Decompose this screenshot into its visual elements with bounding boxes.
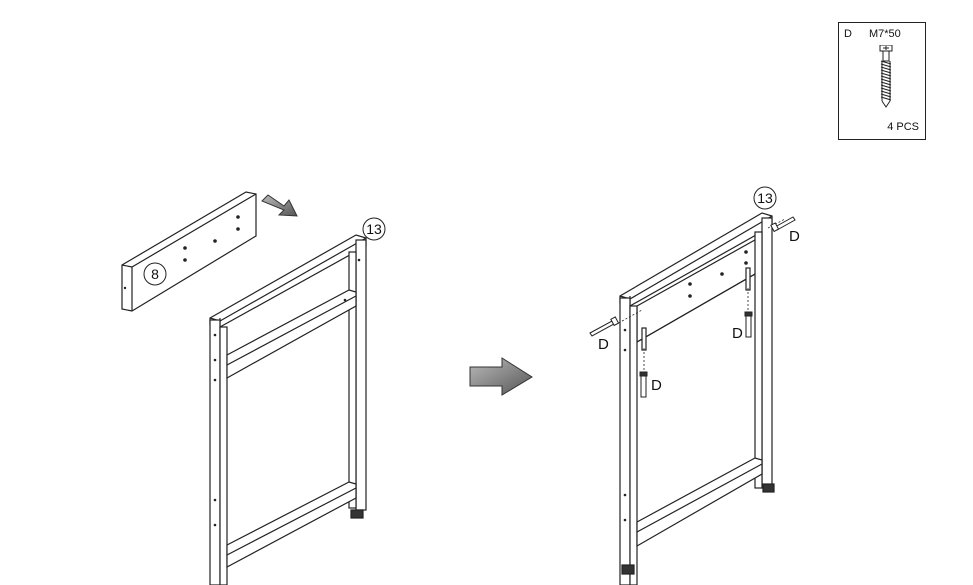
screw-icon: [879, 45, 893, 108]
left-assembly: [121, 191, 367, 585]
screw-label-front: D: [651, 377, 662, 394]
svg-text:13: 13: [757, 190, 773, 206]
screw-guide-lines: [614, 218, 786, 380]
part-number-badge-13-right: 13: [753, 186, 777, 210]
frame-13-left: [209, 234, 367, 585]
hardware-quantity: 4 PCS: [887, 121, 919, 133]
insert-arrow-icon: [261, 194, 298, 217]
screw-label-left: D: [598, 336, 609, 353]
svg-text:8: 8: [151, 266, 159, 282]
screw-front-vertical-icon: [639, 371, 648, 398]
svg-text:13: 13: [366, 221, 382, 237]
screw-right-side-icon: [770, 216, 796, 233]
screw-back-vertical-icon: [744, 311, 753, 338]
board-8: [121, 191, 257, 312]
next-step-arrow-icon: [469, 357, 533, 396]
hardware-size: M7*50: [869, 28, 901, 40]
part-number-badge-8: 8: [143, 262, 167, 286]
screw-left-side-icon: [589, 316, 620, 337]
hardware-code: D: [844, 28, 852, 40]
right-assembly: [619, 212, 775, 585]
part-number-badge-13-left: 13: [362, 217, 386, 241]
screw-label-back: D: [732, 325, 743, 342]
screw-label-right: D: [789, 228, 800, 245]
hardware-legend-box: D M7*50 4 PCS: [838, 22, 926, 140]
